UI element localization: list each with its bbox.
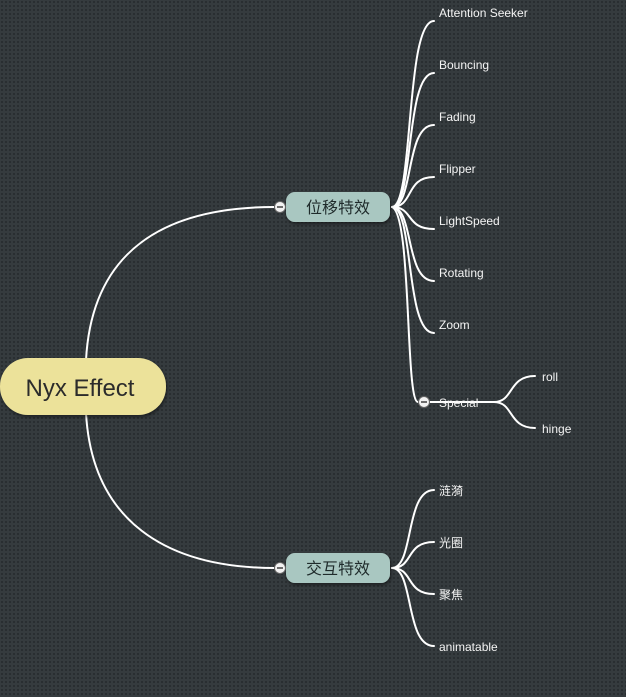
connector-lines [85,20,536,647]
root-node[interactable]: Nyx Effect [0,358,166,415]
connector-line [85,206,276,361]
leaf-node[interactable]: hinge [542,422,572,436]
root-label: Nyx Effect [26,375,135,402]
leaf-node[interactable]: Rotating [439,266,484,280]
connector-line [391,124,435,208]
branch-label: 交互特效 [306,559,370,578]
branch-node-displacement-effects[interactable]: 位移特效 [286,192,390,222]
branch-label: 位移特效 [306,198,370,217]
connector-line [493,375,536,403]
connector-line [493,401,536,429]
connector-line [391,206,435,334]
connector-line [391,206,419,403]
leaf-node[interactable]: roll [542,370,558,384]
collapse-toggle-icon[interactable] [274,562,286,574]
branch-node-interaction-effects[interactable]: 交互特效 [286,553,390,583]
connector-line [391,176,435,208]
connector-line [391,72,435,208]
collapse-toggle-icon[interactable] [418,396,430,408]
leaf-node[interactable]: Fading [439,110,476,124]
leaf-node[interactable]: LightSpeed [439,214,500,228]
leaf-node[interactable]: 聚焦 [439,588,463,602]
connector-line [85,412,276,569]
collapse-toggle-icon[interactable] [274,201,286,213]
leaf-node[interactable]: Zoom [439,318,470,332]
connector-line [391,567,435,647]
leaf-node[interactable]: 涟漪 [439,483,463,498]
leaf-node[interactable]: 光圈 [439,536,463,550]
connector-line [391,541,435,569]
leaf-node-special[interactable]: Special [439,396,478,410]
leaf-node[interactable]: Attention Seeker [439,6,528,20]
connector-line [391,20,435,208]
leaf-node[interactable]: Flipper [439,162,476,176]
connector-line [391,489,435,569]
leaf-node[interactable]: Bouncing [439,58,489,72]
leaf-node[interactable]: animatable [439,640,498,654]
